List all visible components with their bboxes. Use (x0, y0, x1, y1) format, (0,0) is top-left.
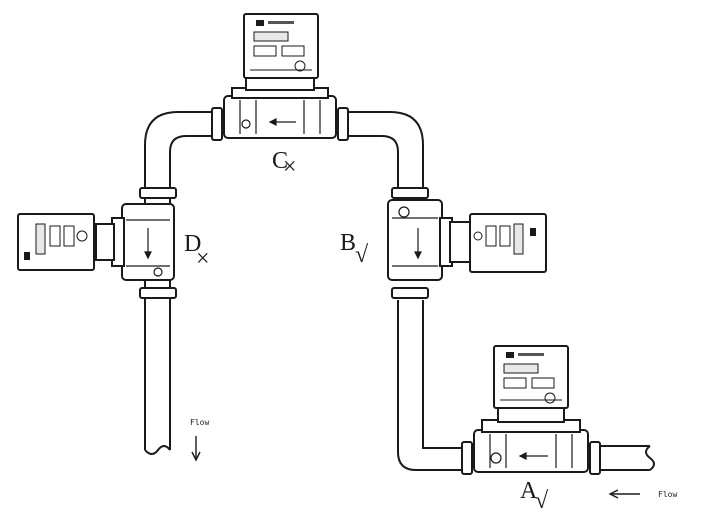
cross-mark-icon: × (283, 154, 297, 180)
flange (139, 187, 177, 199)
position-letter-a: A (520, 478, 538, 504)
flange (589, 441, 601, 475)
pipe-break-right (645, 445, 655, 471)
position-letter-b: B (340, 230, 356, 256)
pipe-network (144, 111, 655, 471)
pipe-right-lower-inner (397, 300, 465, 471)
meter-c (223, 13, 337, 139)
flange (391, 187, 429, 199)
check-mark-icon: √ (535, 488, 549, 514)
meter-a (473, 345, 589, 473)
position-label-b: B √ (340, 230, 369, 268)
pipe-break-left (144, 445, 171, 455)
cross-mark-icon: × (196, 246, 210, 272)
meter-b-body (387, 199, 443, 281)
flow-label-right: Flow (658, 490, 677, 499)
meter-b (387, 199, 547, 281)
flow-arrow-left-icon (608, 489, 640, 499)
position-letter-d: D (184, 231, 201, 257)
flange (139, 287, 177, 299)
pipe-left-inner (169, 135, 220, 450)
flange (461, 441, 473, 475)
position-label-d: D × (184, 231, 210, 272)
position-letter-c: C (272, 148, 288, 174)
flow-indicator-left: Flow (190, 418, 209, 462)
pipe-right-inner (348, 135, 399, 190)
flange (211, 107, 223, 141)
meter-d (17, 203, 175, 281)
pipe-left-outer (144, 111, 220, 450)
position-label-c: C × (272, 148, 297, 180)
flow-label-left: Flow (190, 418, 209, 427)
flange (391, 287, 429, 299)
flow-indicator-right: Flow (608, 489, 677, 499)
flanges (139, 107, 601, 475)
meter-a-register (493, 345, 569, 409)
meter-c-register (243, 13, 319, 79)
check-mark-icon: √ (355, 242, 369, 268)
meter-c-body (223, 95, 337, 139)
meter-d-register (17, 213, 95, 271)
meter-b-register (469, 213, 547, 273)
pipe-right-outer (348, 111, 424, 190)
flange (337, 107, 349, 141)
meter-a-body (473, 429, 589, 473)
pipe-right-lower-outer (422, 300, 465, 449)
flow-arrow-down-icon (191, 436, 201, 462)
position-label-a: A √ (520, 478, 549, 514)
